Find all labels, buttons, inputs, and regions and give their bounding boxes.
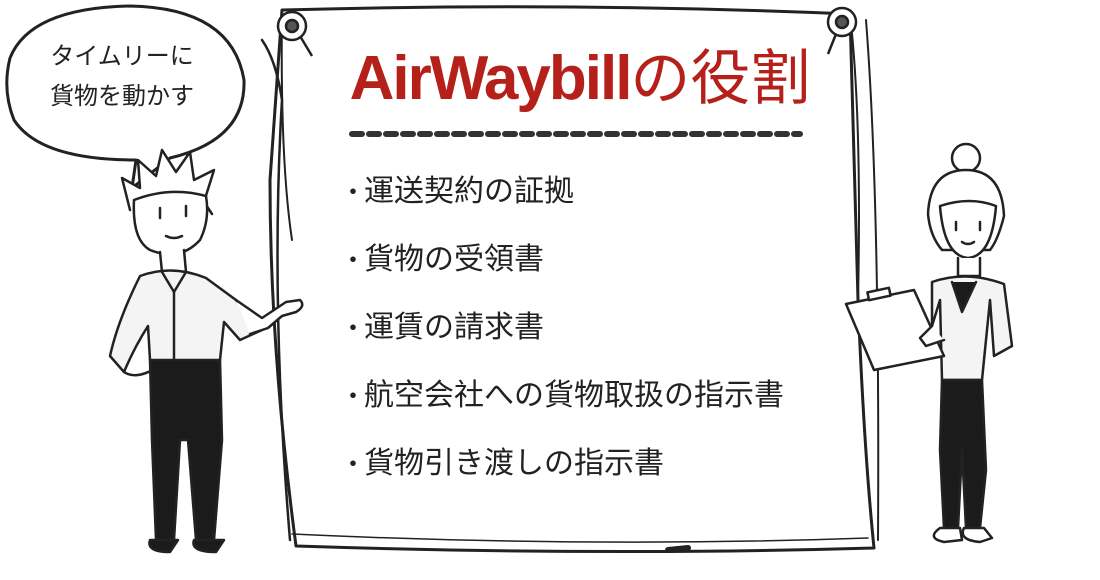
list-item-text: 貨物の受領書 bbox=[364, 242, 544, 277]
pushpin-icon bbox=[826, 6, 858, 55]
speech-bubble bbox=[5, 4, 246, 190]
role-list: ・運送契約の証拠 ・貨物の受領書 ・運賃の請求書 ・航空会社への貨物取扱の指示書… bbox=[340, 170, 784, 510]
list-item-text: 航空会社への貨物取扱の指示書 bbox=[364, 378, 784, 413]
speech-bubble-text: タイムリーに 貨物を動かす bbox=[22, 36, 222, 116]
list-item-text: 運賃の請求書 bbox=[364, 310, 544, 345]
bullet-dot: ・ bbox=[340, 382, 367, 412]
poster-board bbox=[260, 5, 880, 554]
list-item: ・運賃の請求書 bbox=[340, 306, 784, 374]
list-item: ・航空会社への貨物取扱の指示書 bbox=[340, 374, 784, 442]
clipboard-icon bbox=[844, 286, 946, 372]
list-item: ・貨物の受領書 bbox=[340, 238, 784, 306]
poster-title: AirWaybillの役割 bbox=[300, 30, 860, 117]
left-character bbox=[108, 148, 304, 554]
poster-title-jp: の役割 bbox=[630, 44, 811, 114]
list-item-text: 貨物引き渡しの指示書 bbox=[364, 446, 664, 481]
right-character bbox=[844, 142, 1014, 544]
speech-bubble-line-1: タイムリーに bbox=[50, 42, 194, 70]
poster-title-latin: AirWaybill bbox=[349, 44, 633, 113]
bullet-dot: ・ bbox=[340, 246, 367, 276]
bullet-dot: ・ bbox=[340, 450, 367, 480]
bullet-dot: ・ bbox=[340, 178, 367, 208]
bullet-dot: ・ bbox=[340, 314, 367, 344]
speech-bubble-line-2: 貨物を動かす bbox=[50, 82, 194, 110]
list-item: ・貨物引き渡しの指示書 bbox=[340, 442, 784, 510]
list-item-text: 運送契約の証拠 bbox=[364, 174, 574, 209]
list-item: ・運送契約の証拠 bbox=[340, 170, 784, 238]
pushpin-icon bbox=[276, 10, 314, 57]
